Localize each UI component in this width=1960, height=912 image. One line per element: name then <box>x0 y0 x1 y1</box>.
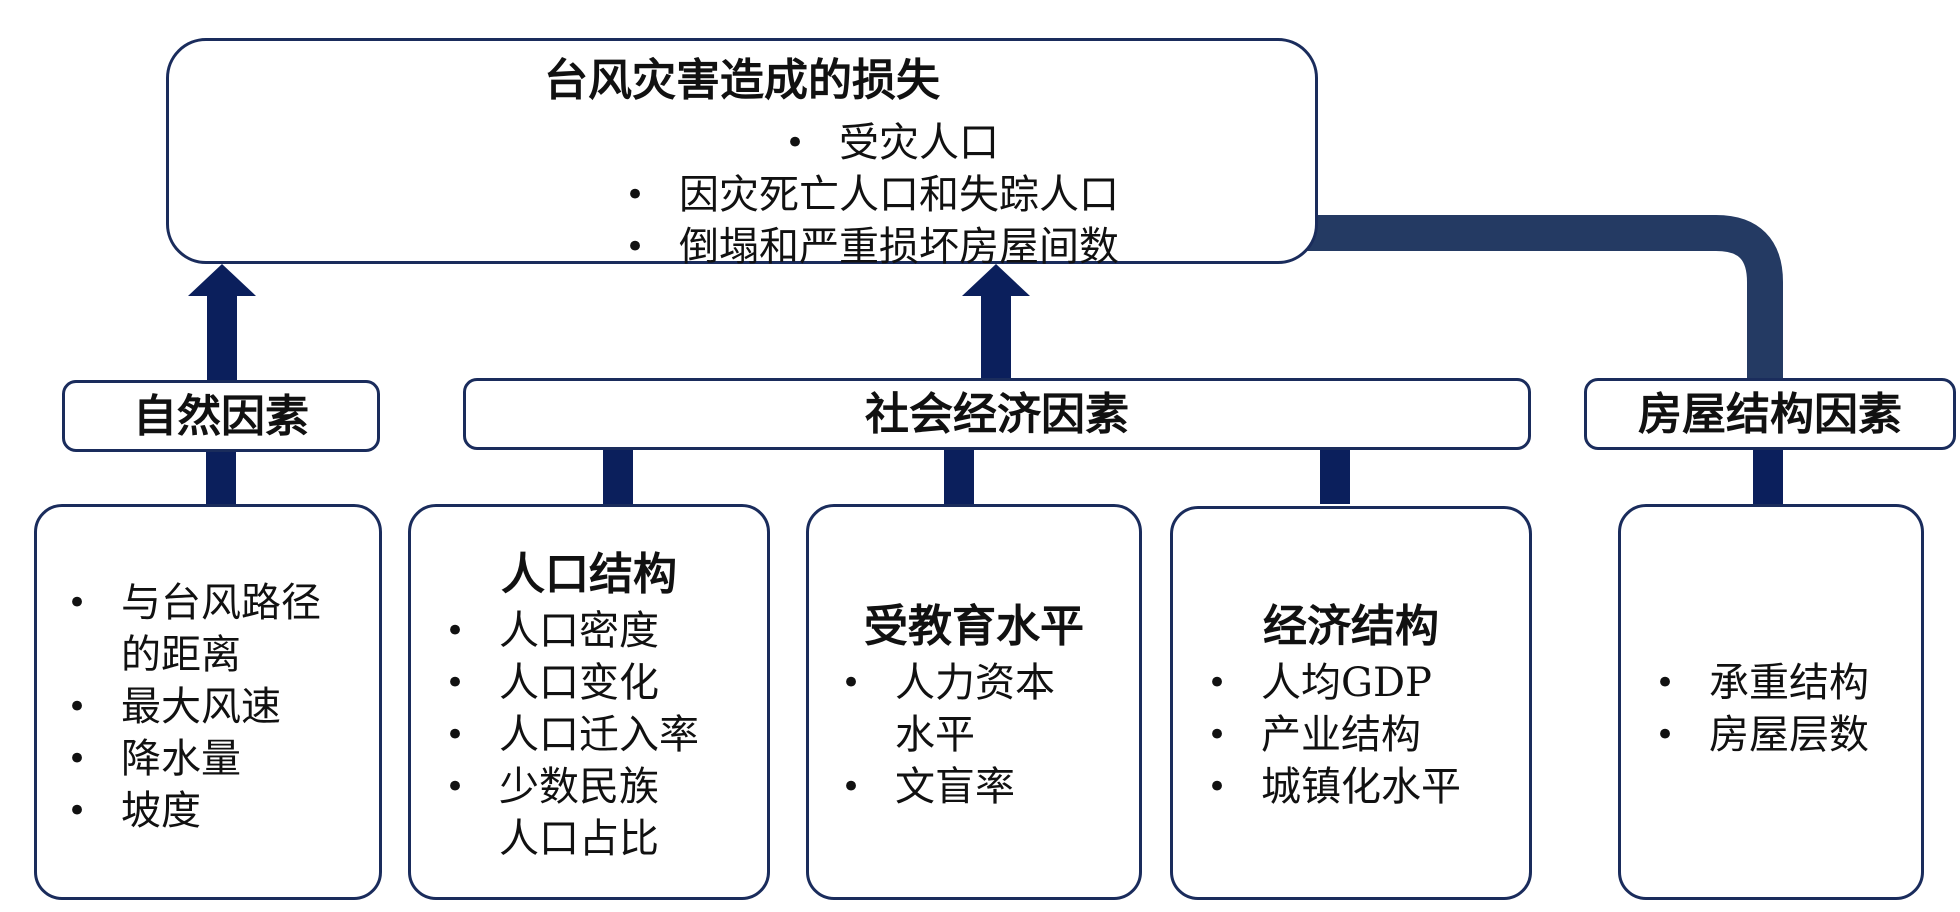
natural-detail-box: 与台风路径的距离 最大风速 降水量 坡度 <box>34 504 382 900</box>
economic-list: 人均GDP 产业结构 城镇化水平 <box>1203 657 1523 813</box>
connector-natural <box>206 448 236 504</box>
housing-detail-box: 承重结构 房屋层数 <box>1618 504 1924 900</box>
education-list: 人力资本水平 文盲率 <box>837 657 1127 813</box>
list-item: 文盲率 <box>837 761 1127 813</box>
connector-education <box>944 448 974 504</box>
losses-list: 受灾人口 因灾死亡人口和失踪人口 倒塌和严重损坏房屋间数 <box>621 117 1119 273</box>
list-item: 受灾人口 <box>781 117 1119 169</box>
connector-housing <box>1753 448 1783 504</box>
economic-detail-box: 经济结构 人均GDP 产业结构 城镇化水平 <box>1170 506 1532 900</box>
natural-list: 与台风路径的距离 最大风速 降水量 坡度 <box>63 577 359 837</box>
population-list: 人口密度 人口变化 人口迁入率 少数民族人口占比 <box>441 605 751 865</box>
list-item: 倒塌和严重损坏房屋间数 <box>621 221 1119 273</box>
list-item: 城镇化水平 <box>1203 761 1523 813</box>
curved-arrow-shaft <box>1072 215 1783 378</box>
arrow-natural-head <box>188 264 256 296</box>
connector-economic <box>1320 448 1350 504</box>
population-title: 人口结构 <box>501 549 677 600</box>
arrow-natural-shaft <box>207 294 237 380</box>
education-title: 受教育水平 <box>864 601 1084 652</box>
list-item: 房屋层数 <box>1651 709 1911 761</box>
economic-title: 经济结构 <box>1263 601 1439 652</box>
list-item: 降水量 <box>63 733 359 785</box>
category-socioeconomic: 社会经济因素 <box>463 378 1531 450</box>
losses-box: 台风灾害造成的损失 受灾人口 因灾死亡人口和失踪人口 倒塌和严重损坏房屋间数 <box>166 38 1318 273</box>
list-item: 人口迁入率 <box>441 709 751 761</box>
list-item: 因灾死亡人口和失踪人口 <box>621 169 1119 221</box>
list-item: 人力资本水平 <box>837 657 1075 761</box>
list-item: 少数民族人口占比 <box>441 761 695 865</box>
list-item: 人口密度 <box>441 605 751 657</box>
list-item: 产业结构 <box>1203 709 1523 761</box>
list-item: 承重结构 <box>1651 657 1911 709</box>
connector-population <box>603 448 633 504</box>
category-housing: 房屋结构因素 <box>1584 378 1956 450</box>
list-item: 人口变化 <box>441 657 751 709</box>
list-item: 人均GDP <box>1203 657 1523 709</box>
category-natural: 自然因素 <box>62 380 380 452</box>
arrow-socio-head <box>962 264 1030 296</box>
housing-list: 承重结构 房屋层数 <box>1651 657 1911 761</box>
list-item: 最大风速 <box>63 681 359 733</box>
education-detail-box: 受教育水平 人力资本水平 文盲率 <box>806 504 1142 900</box>
list-item: 与台风路径的距离 <box>63 577 341 681</box>
population-detail-box: 人口结构 人口密度 人口变化 人口迁入率 少数民族人口占比 <box>408 504 770 900</box>
arrow-socio-shaft <box>981 294 1011 380</box>
list-item: 坡度 <box>63 785 359 837</box>
losses-title: 台风灾害造成的损失 <box>544 55 940 106</box>
